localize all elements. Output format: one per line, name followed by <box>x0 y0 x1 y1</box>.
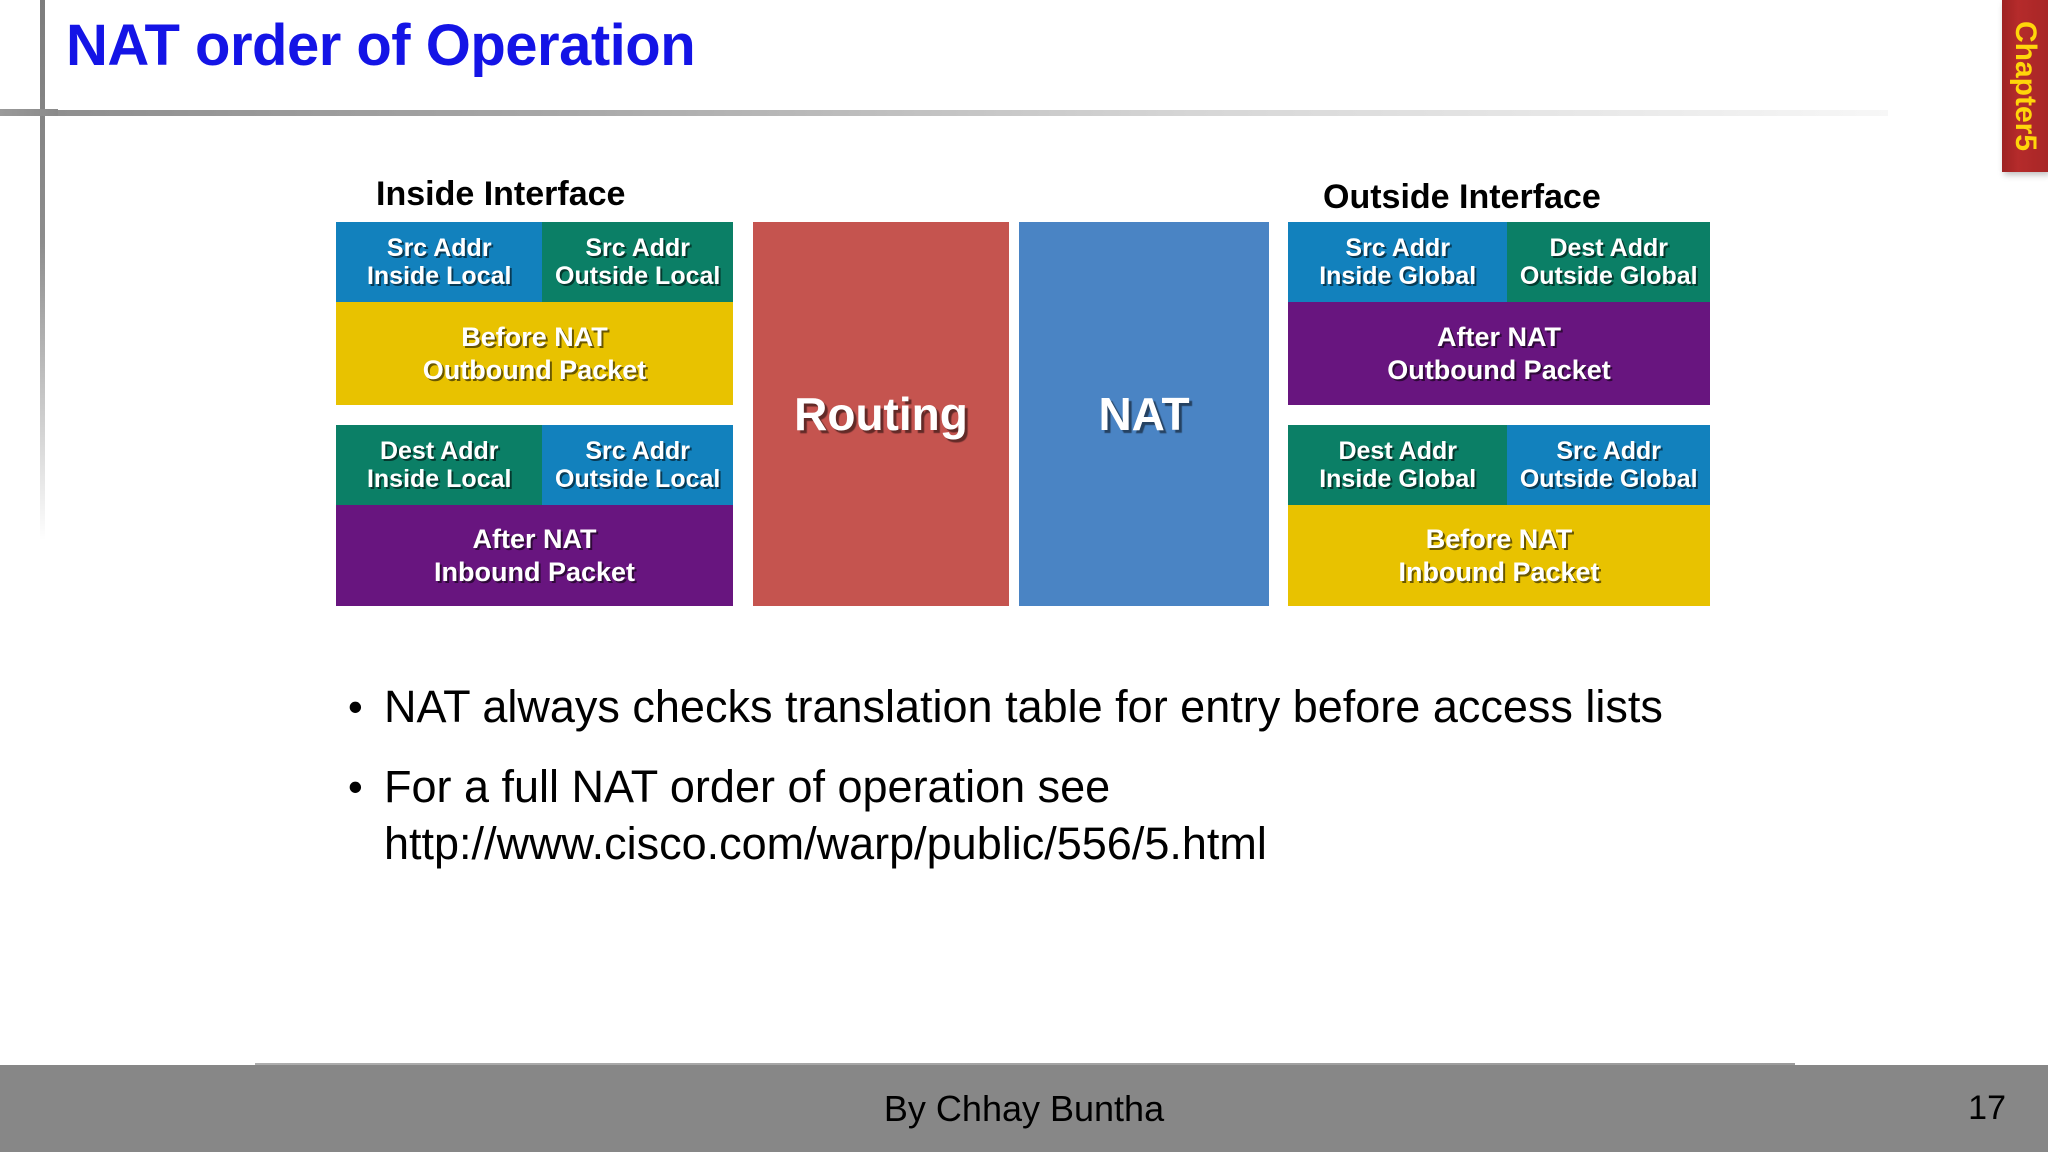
state-line1: Before NAT <box>1425 524 1573 555</box>
footer-bar <box>0 1065 2048 1152</box>
nat-order-diagram: Inside Interface Outside Interface Src A… <box>336 175 1710 606</box>
addr-cell-outside-global-dest: Dest Addr Outside Global <box>1507 222 1710 302</box>
addr-line2: Outside Global <box>1519 262 1698 290</box>
state-after-nat-outbound: After NAT Outbound Packet <box>1288 302 1710 405</box>
addr-cell-inside-local-src: Src Addr Inside Local <box>336 222 543 302</box>
addr-cell-inside-global-src: Src Addr Inside Global <box>1288 222 1508 302</box>
outside-interface-title: Outside Interface <box>1323 178 1601 216</box>
state-line1: After NAT <box>472 524 597 555</box>
address-header-row: Src Addr Inside Global Dest Addr Outside… <box>1288 222 1710 302</box>
routing-label: Routing <box>794 388 968 440</box>
nat-label: NAT <box>1098 388 1190 440</box>
bullet-marker-icon: • <box>348 763 363 810</box>
footer-page-number: 17 <box>1968 1089 2006 1127</box>
nat-process-box: NAT <box>1019 222 1269 606</box>
page-title: NAT order of Operation <box>66 13 696 78</box>
left-vertical-rule <box>40 0 45 540</box>
bullet-text: NAT always checks translation table for … <box>384 681 1663 732</box>
bullet-text: For a full NAT order of operation see ht… <box>384 761 1267 870</box>
address-header-row: Dest Addr Inside Global Src Addr Outside… <box>1288 425 1710 505</box>
addr-line1: Src Addr <box>1345 234 1451 262</box>
addr-line1: Src Addr <box>585 437 691 465</box>
address-header-row: Dest Addr Inside Local Src Addr Outside … <box>336 425 733 505</box>
addr-line1: Dest Addr <box>379 437 499 465</box>
routing-process-box: Routing <box>753 222 1009 606</box>
state-after-nat-inbound: After NAT Inbound Packet <box>336 505 733 606</box>
state-line1: After NAT <box>1437 322 1561 353</box>
addr-line1: Src Addr <box>1556 437 1662 465</box>
addr-line2: Outside Local <box>555 465 721 493</box>
addr-line2: Outside Local <box>555 262 721 290</box>
addr-line1: Src Addr <box>585 234 691 262</box>
header-rule-left <box>0 109 58 116</box>
addr-line1: Dest Addr <box>1549 234 1668 262</box>
state-line2: Outbound Packet <box>1387 354 1611 385</box>
header-rule-right <box>58 110 1888 116</box>
state-before-nat-inbound: Before NAT Inbound Packet <box>1288 505 1710 606</box>
state-line2: Inbound Packet <box>1398 556 1600 587</box>
addr-cell-outside-global-src: Src Addr Outside Global <box>1507 425 1710 505</box>
addr-line2: Outside Global <box>1519 465 1698 493</box>
outside-outbound-packet-group: Src Addr Inside Global Dest Addr Outside… <box>1288 222 1710 405</box>
outside-inbound-packet-group: Dest Addr Inside Global Src Addr Outside… <box>1288 425 1710 606</box>
addr-line1: Src Addr <box>386 234 492 262</box>
state-line2: Outbound Packet <box>422 354 647 385</box>
bullet-list: • NAT always checks translation table fo… <box>340 678 1740 894</box>
inside-outbound-packet-group: Src Addr Inside Local Src Addr Outside L… <box>336 222 733 405</box>
address-header-row: Src Addr Inside Local Src Addr Outside L… <box>336 222 733 302</box>
addr-cell-inside-local-dest: Dest Addr Inside Local <box>336 425 543 505</box>
addr-cell-outside-local-src: Src Addr Outside Local <box>542 425 733 505</box>
chapter-tab: Chapter5 <box>2002 0 2048 172</box>
list-item: • For a full NAT order of operation see … <box>340 758 1740 872</box>
footer-author: By Chhay Buntha <box>883 1087 1165 1129</box>
addr-line2: Inside Global <box>1319 262 1477 290</box>
inside-interface-title: Inside Interface <box>376 175 626 213</box>
addr-line2: Inside Local <box>366 262 512 290</box>
addr-line2: Inside Local <box>366 465 512 493</box>
addr-line2: Inside Global <box>1319 465 1477 493</box>
addr-cell-outside-local-src: Src Addr Outside Local <box>542 222 733 302</box>
inside-inbound-packet-group: Dest Addr Inside Local Src Addr Outside … <box>336 425 733 606</box>
addr-line1: Dest Addr <box>1338 437 1457 465</box>
state-line1: Before NAT <box>461 322 608 353</box>
addr-cell-inside-global-dest: Dest Addr Inside Global <box>1288 425 1508 505</box>
state-line2: Inbound Packet <box>433 556 636 587</box>
list-item: • NAT always checks translation table fo… <box>340 678 1740 736</box>
bullet-marker-icon: • <box>348 683 363 730</box>
state-before-nat-outbound: Before NAT Outbound Packet <box>336 302 733 405</box>
